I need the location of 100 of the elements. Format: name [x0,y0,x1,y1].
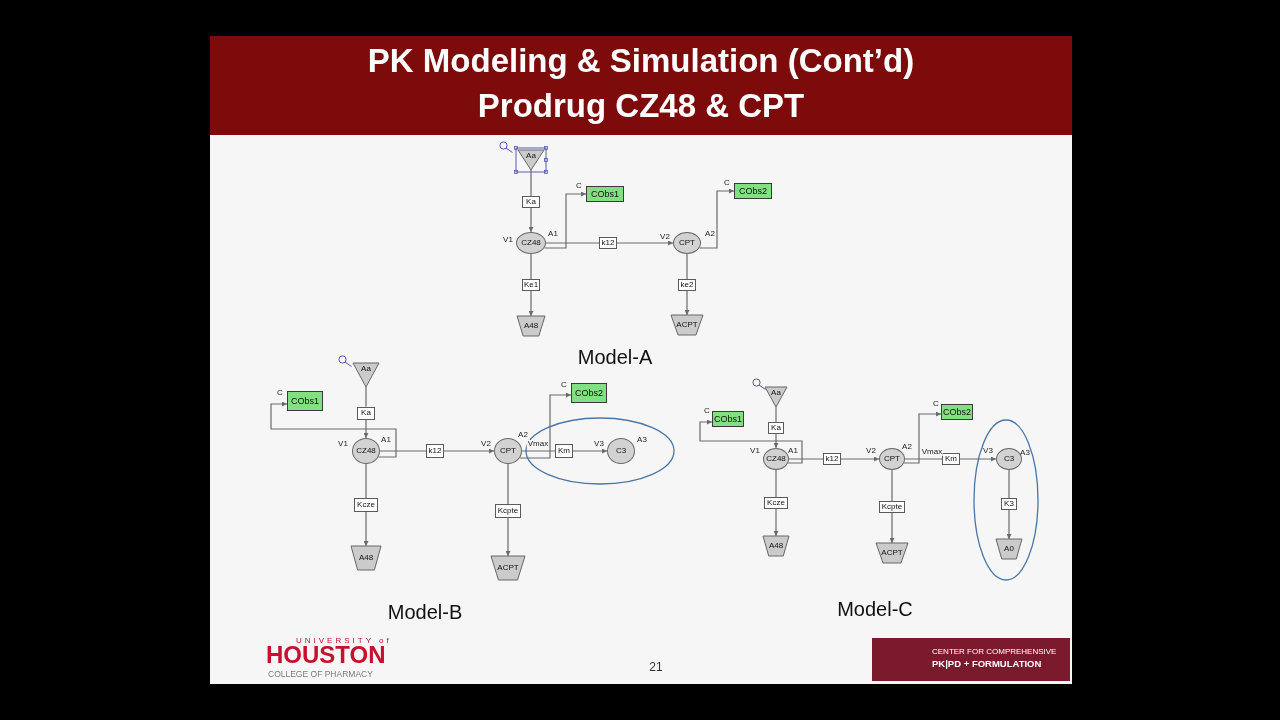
rate-constant-box: Km [942,453,960,465]
connector-arrow [572,448,608,454]
port-label: A3 [1020,449,1030,457]
rate-constant-box: Ke1 [522,279,540,291]
connector-arrow [889,512,895,544]
observation-box: CObs1 [586,186,624,202]
port-label: V1 [503,236,513,244]
port-label: V3 [594,440,604,448]
port-label: V2 [866,447,876,455]
rate-constant-box: Ka [768,422,784,434]
college-name: COLLEGE OF PHARMACY [268,669,373,679]
edge-label: Vmax [920,448,944,456]
rate-constant-box: k12 [823,453,841,465]
port-label: C [704,407,710,415]
connector-arrow [528,207,534,233]
connector-line [788,458,824,460]
port-label: A2 [902,443,912,451]
observation-box: CObs1 [287,391,323,411]
port-label: A2 [518,431,528,439]
edge-label: Vmax [526,440,550,448]
rate-constant-box: Km [555,444,573,458]
observation-box: CObs2 [941,404,973,420]
output-trapezoid: A48 [763,536,789,556]
rate-constant-box: Kcze [354,498,378,512]
connector-arrow [698,188,735,249]
output-trapezoid: ACPT [876,543,908,563]
observation-box: CObs2 [734,183,772,199]
rate-constant-box: Kcpte [495,504,521,518]
port-label: C [277,389,283,397]
output-trapezoid: A48 [351,546,381,570]
port-label: C [933,400,939,408]
port-label: C [576,182,582,190]
connector-line [545,242,600,244]
connector-arrow [528,290,534,317]
model-caption: Model-C [837,599,913,619]
port-label: A1 [381,436,391,444]
dosing-triangle: Aa [518,150,544,170]
connector-line [891,469,893,502]
institution-name: HOUSTON [266,643,386,667]
connector-line [521,450,556,452]
output-trapezoid: ACPT [671,315,703,335]
institution-name: UNIVERSITY of [296,637,392,645]
connector-arrow [363,418,369,439]
rate-constant-box: K3 [1001,498,1017,510]
page-number: 21 [649,661,663,673]
model-caption: Model-A [577,347,653,367]
output-trapezoid: A0 [996,539,1022,559]
connector-arrow [519,392,572,459]
model-caption: Model-B [387,602,463,622]
output-trapezoid: ACPT [491,556,525,580]
port-label: A1 [788,447,798,455]
rate-constant-box: Kcpte [879,501,905,513]
port-label: V2 [660,233,670,241]
connector-arrow [773,433,779,449]
connector-line [379,450,427,452]
connector-line [365,386,367,408]
connector-arrow [773,508,779,537]
rate-constant-box: Kcze [764,497,788,509]
connector-arrow [1006,509,1012,540]
center-name: CENTER FOR COMPREHENSIVE [932,648,1057,656]
port-label: A1 [548,230,558,238]
connector-arrow [684,290,690,316]
rate-constant-box: k12 [599,237,617,249]
port-label: C [561,381,567,389]
output-trapezoid: A48 [517,316,545,336]
port-label: C [724,179,730,187]
connector-arrow [959,456,997,462]
connector-arrow [505,517,511,557]
observation-box: CObs2 [571,383,607,403]
connector-arrow [270,401,397,458]
rate-constant-box: ke2 [678,279,696,291]
port-label: V1 [750,447,760,455]
rate-constant-box: k12 [426,444,444,458]
dosing-triangle: Aa [765,387,787,407]
connector-arrow [699,419,803,464]
connector-arrow [543,191,587,249]
connector-line [904,458,943,460]
connector-line [775,469,777,498]
connector-line [686,253,688,280]
connector-line [530,169,532,197]
connector-line [507,463,509,505]
dosing-triangle: Aa [353,363,379,387]
connector-arrow [840,456,880,462]
connector-arrow [903,411,942,464]
connector-arrow [363,511,369,547]
connector-line [365,463,367,499]
observation-box: CObs1 [712,411,744,427]
connector-arrow [616,240,674,246]
port-label: V1 [338,440,348,448]
port-label: V2 [481,440,491,448]
port-label: A2 [705,230,715,238]
rate-constant-box: Ka [522,196,540,208]
port-label: A3 [637,436,647,444]
port-label: V3 [983,447,993,455]
connector-arrow [443,448,495,454]
slide-title: PK Modeling & Simulation (Cont’d) Prodrug CZ48 & CPT [366,41,916,126]
connector-line [530,253,532,280]
connector-line [775,406,777,423]
center-name: PK|PD + FORMULATION [932,659,1042,669]
connector-line [1008,469,1010,499]
